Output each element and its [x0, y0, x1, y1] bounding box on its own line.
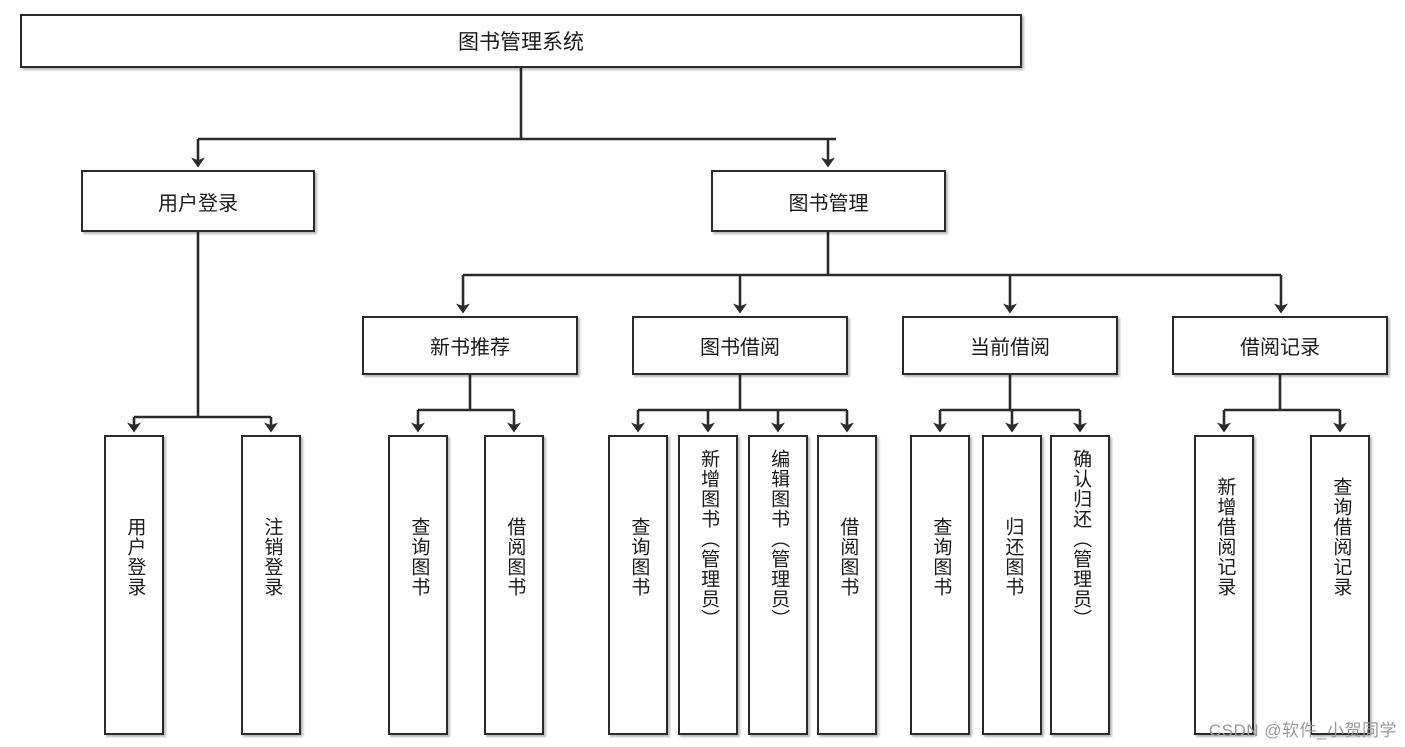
node-root-label: 图书管理系统	[458, 31, 584, 54]
leaf-query-book-3-label: 查询图书	[930, 517, 952, 597]
leaf-edit-book[interactable]: 编辑图书（管理员）	[748, 435, 808, 735]
leaf-query-record-label: 查询借阅记录	[1330, 477, 1352, 597]
leaf-return-book-label: 归还图书	[1002, 517, 1024, 597]
leaf-confirm-return[interactable]: 确认归还（管理员）	[1050, 435, 1110, 735]
node-borrow-record-label: 借阅记录	[1240, 337, 1320, 359]
leaf-query-book-1[interactable]: 查询图书	[388, 435, 448, 735]
node-new-book-rec-label: 新书推荐	[430, 337, 510, 359]
leaf-add-book-label: 新增图书（管理员）	[698, 449, 720, 629]
node-book-borrow-label: 图书借阅	[700, 337, 780, 359]
node-new-book-rec[interactable]: 新书推荐	[362, 316, 578, 375]
leaf-add-record[interactable]: 新增借阅记录	[1194, 435, 1254, 735]
leaf-add-book[interactable]: 新增图书（管理员）	[678, 435, 738, 735]
leaf-query-book-3[interactable]: 查询图书	[910, 435, 970, 735]
node-current-borrow-label: 当前借阅	[970, 337, 1050, 359]
leaf-user-login-label: 用户登录	[124, 517, 146, 597]
leaf-borrow-book-1[interactable]: 借阅图书	[484, 435, 544, 735]
node-borrow-record[interactable]: 借阅记录	[1172, 316, 1388, 375]
leaf-logout-label: 注销登录	[261, 517, 283, 597]
leaf-add-record-label: 新增借阅记录	[1214, 477, 1236, 597]
leaf-user-login[interactable]: 用户登录	[104, 435, 164, 735]
leaf-query-book-1-label: 查询图书	[408, 517, 430, 597]
leaf-query-record[interactable]: 查询借阅记录	[1310, 435, 1370, 735]
leaf-borrow-book-1-label: 借阅图书	[504, 517, 526, 597]
node-user-login-label: 用户登录	[158, 192, 238, 215]
leaf-confirm-return-label: 确认归还（管理员）	[1070, 449, 1092, 629]
node-current-borrow[interactable]: 当前借阅	[902, 316, 1118, 375]
node-book-borrow[interactable]: 图书借阅	[632, 316, 848, 375]
node-user-login[interactable]: 用户登录	[81, 170, 315, 232]
leaf-edit-book-label: 编辑图书（管理员）	[768, 449, 790, 629]
leaf-logout[interactable]: 注销登录	[241, 435, 301, 735]
node-book-manage-label: 图书管理	[788, 192, 869, 215]
leaf-borrow-book-2[interactable]: 借阅图书	[817, 435, 877, 735]
leaf-borrow-book-2-label: 借阅图书	[837, 517, 859, 597]
leaf-query-book-2[interactable]: 查询图书	[608, 435, 668, 735]
leaf-return-book[interactable]: 归还图书	[982, 435, 1042, 735]
node-root[interactable]: 图书管理系统	[20, 14, 1022, 68]
node-book-manage[interactable]: 图书管理	[711, 170, 946, 232]
leaf-query-book-2-label: 查询图书	[628, 517, 650, 597]
